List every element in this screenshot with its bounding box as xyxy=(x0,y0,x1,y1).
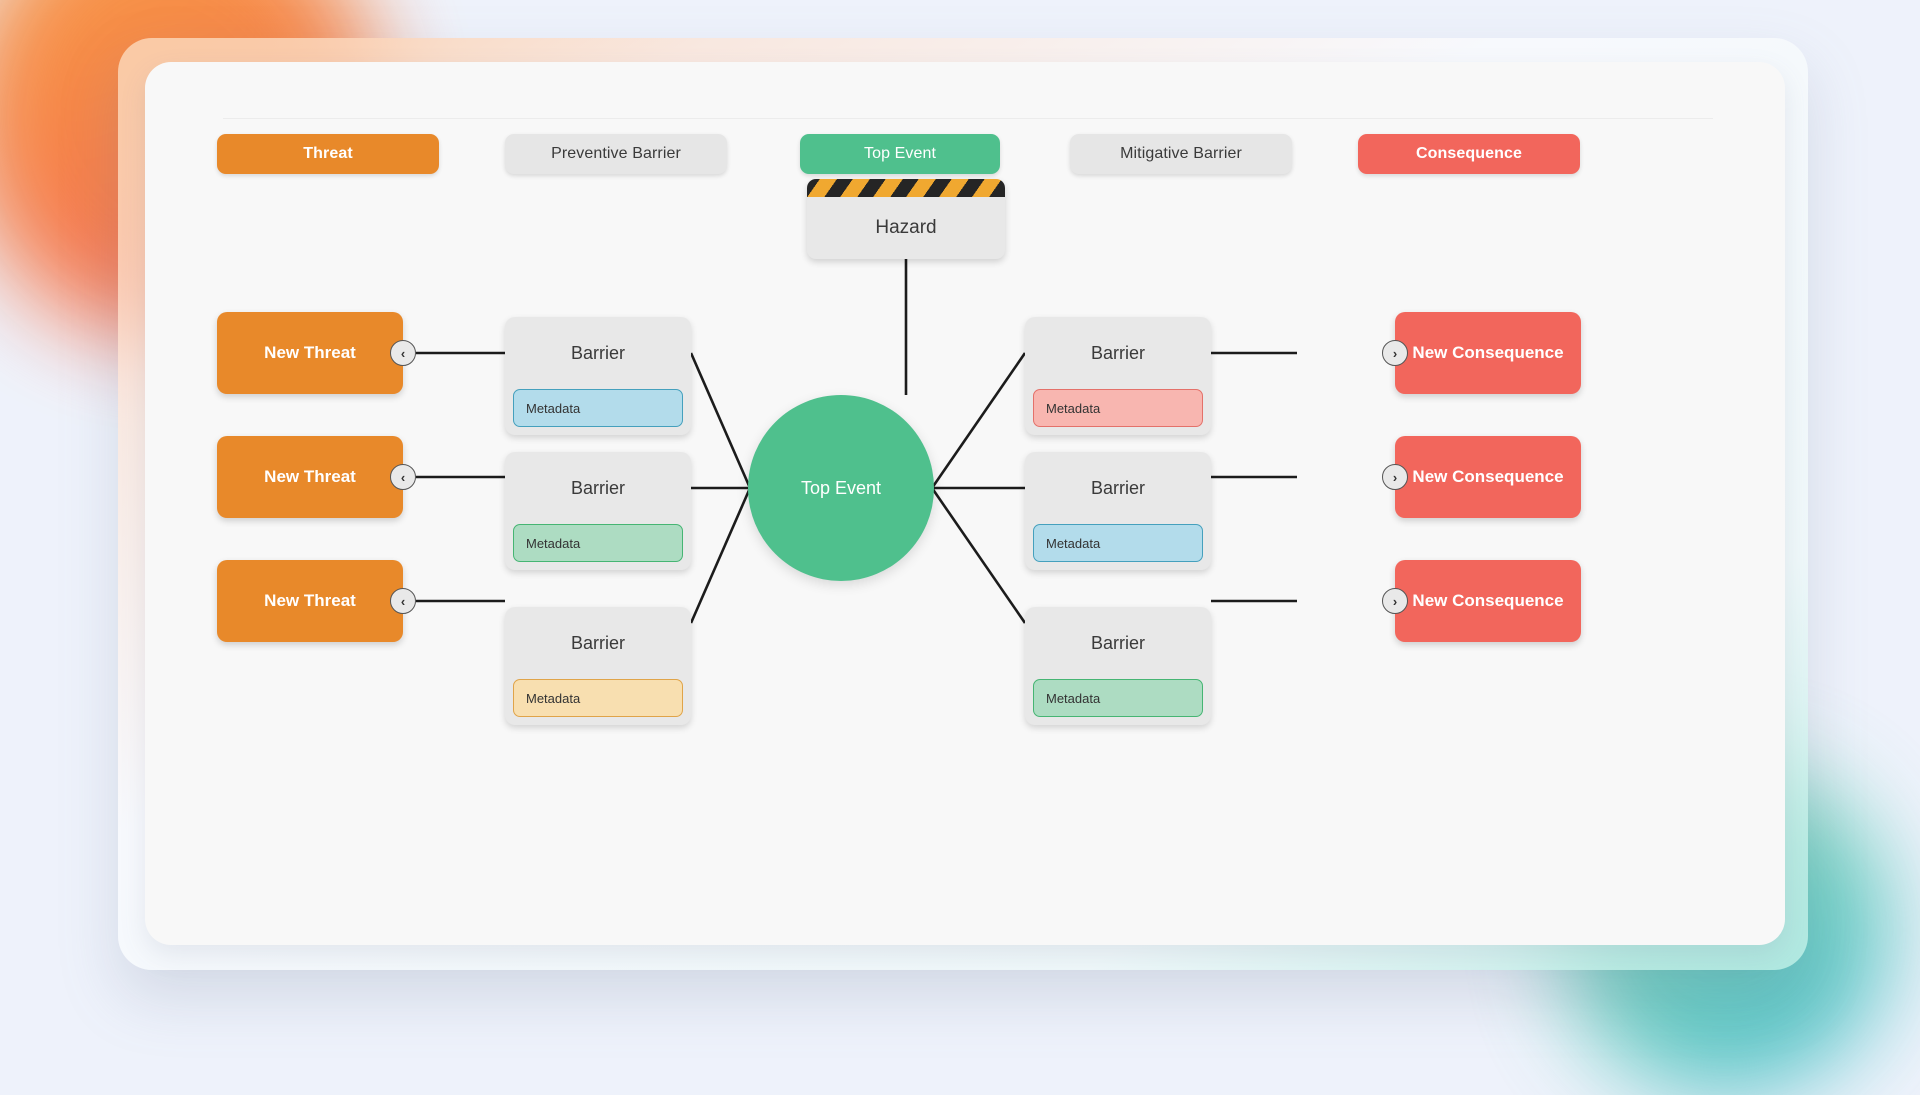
header-divider xyxy=(223,118,1713,119)
legend-chip-consequence-label: Consequence xyxy=(1416,145,1522,163)
chevron-left-icon[interactable]: ‹ xyxy=(390,464,416,490)
consequence-node-1-label: New Consequence xyxy=(1412,343,1563,363)
consequence-node-3-label: New Consequence xyxy=(1412,591,1563,611)
preventive-barrier-2-label: Barrier xyxy=(505,452,691,524)
hazard-stripe-icon xyxy=(807,179,1005,197)
mitigative-barrier-3[interactable]: Barrier Metadata xyxy=(1025,607,1211,725)
mitigative-barrier-2[interactable]: Barrier Metadata xyxy=(1025,452,1211,570)
mitigative-barrier-2-metadata[interactable]: Metadata xyxy=(1033,524,1203,562)
chevron-right-icon[interactable]: › xyxy=(1382,588,1408,614)
preventive-barrier-1[interactable]: Barrier Metadata xyxy=(505,317,691,435)
mitigative-barrier-3-label: Barrier xyxy=(1025,607,1211,679)
edge-barrier-1-to-top-event xyxy=(691,353,750,488)
legend-chip-threat-label: Threat xyxy=(303,145,353,163)
consequence-node-3[interactable]: New Consequence › xyxy=(1395,560,1581,642)
legend-chip-consequence[interactable]: Consequence xyxy=(1358,134,1580,174)
mitigative-barrier-2-label: Barrier xyxy=(1025,452,1211,524)
top-event-node[interactable]: Top Event xyxy=(748,395,934,581)
consequence-node-1[interactable]: New Consequence › xyxy=(1395,312,1581,394)
legend-chip-mitigative-barrier[interactable]: Mitigative Barrier xyxy=(1070,134,1292,174)
preventive-barrier-1-metadata[interactable]: Metadata xyxy=(513,389,683,427)
threat-node-1[interactable]: New Threat ‹ xyxy=(217,312,403,394)
legend-chip-threat[interactable]: Threat xyxy=(217,134,439,174)
edge-barrier-3-to-top-event xyxy=(691,488,750,623)
preventive-barrier-1-label: Barrier xyxy=(505,317,691,389)
preventive-barrier-3[interactable]: Barrier Metadata xyxy=(505,607,691,725)
consequence-node-2-label: New Consequence xyxy=(1412,467,1563,487)
mitigative-barrier-1-metadata[interactable]: Metadata xyxy=(1033,389,1203,427)
hazard-label: Hazard xyxy=(807,197,1005,259)
bowtie-canvas[interactable]: Threat Preventive Barrier Top Event Miti… xyxy=(145,62,1785,945)
chevron-left-icon[interactable]: ‹ xyxy=(390,588,416,614)
mitigative-barrier-1[interactable]: Barrier Metadata xyxy=(1025,317,1211,435)
legend-chip-top-event[interactable]: Top Event xyxy=(800,134,1000,174)
chevron-right-icon[interactable]: › xyxy=(1382,464,1408,490)
threat-node-1-label: New Threat xyxy=(264,343,356,363)
legend-chip-preventive-barrier-label: Preventive Barrier xyxy=(551,145,681,163)
chevron-right-icon[interactable]: › xyxy=(1382,340,1408,366)
chevron-left-icon[interactable]: ‹ xyxy=(390,340,416,366)
threat-node-2-label: New Threat xyxy=(264,467,356,487)
preventive-barrier-3-label: Barrier xyxy=(505,607,691,679)
mitigative-barrier-1-label: Barrier xyxy=(1025,317,1211,389)
mitigative-barrier-3-metadata[interactable]: Metadata xyxy=(1033,679,1203,717)
legend-chip-preventive-barrier[interactable]: Preventive Barrier xyxy=(505,134,727,174)
threat-node-2[interactable]: New Threat ‹ xyxy=(217,436,403,518)
legend-chip-mitigative-barrier-label: Mitigative Barrier xyxy=(1120,145,1242,163)
top-event-label: Top Event xyxy=(801,478,881,499)
preventive-barrier-2[interactable]: Barrier Metadata xyxy=(505,452,691,570)
threat-node-3-label: New Threat xyxy=(264,591,356,611)
threat-node-3[interactable]: New Threat ‹ xyxy=(217,560,403,642)
edge-top-event-to-barrier-4 xyxy=(932,353,1025,488)
hazard-node[interactable]: Hazard xyxy=(807,179,1005,259)
consequence-node-2[interactable]: New Consequence › xyxy=(1395,436,1581,518)
edge-top-event-to-barrier-6 xyxy=(932,488,1025,623)
preventive-barrier-3-metadata[interactable]: Metadata xyxy=(513,679,683,717)
preventive-barrier-2-metadata[interactable]: Metadata xyxy=(513,524,683,562)
legend-chip-top-event-label: Top Event xyxy=(864,145,936,163)
